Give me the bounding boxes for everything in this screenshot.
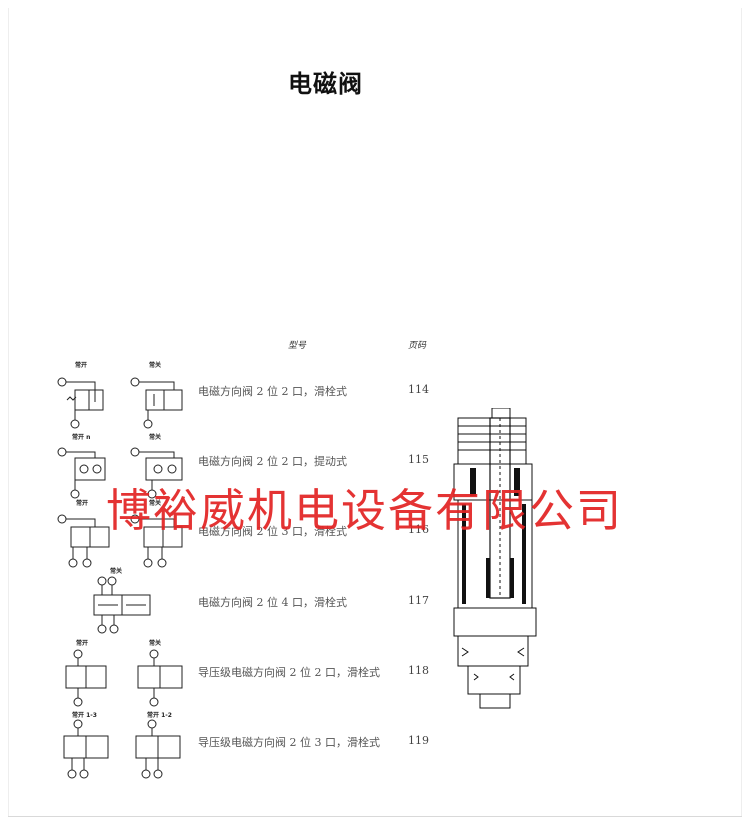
symbol-label: 常开 n	[72, 434, 91, 441]
column-header-model: 型号	[288, 341, 307, 351]
valve-symbol-4way	[84, 575, 154, 635]
column-header-page: 页码	[408, 341, 427, 351]
valve-symbol-pilot-open	[58, 648, 118, 708]
page-border-right	[741, 8, 742, 817]
row-page-number[interactable]: 119	[408, 734, 429, 747]
row-description: 电磁方向阀 2 位 2 口，提动式	[198, 455, 347, 468]
row-page-number[interactable]: 118	[408, 664, 429, 677]
valve-symbol-pilot-3way-a	[60, 718, 120, 780]
symbol-label: 常开	[76, 640, 89, 647]
page-border-left	[8, 8, 9, 817]
row-description: 电磁方向阀 2 位 2 口，滑栓式	[198, 385, 347, 398]
valve-symbol-normally-open	[55, 370, 115, 430]
page-title: 电磁阀	[288, 70, 363, 98]
row-page-number[interactable]: 115	[408, 453, 429, 466]
row-page-number[interactable]: 114	[408, 383, 429, 396]
solenoid-valve-cutaway-drawing	[440, 407, 540, 722]
valve-symbol-pilot-3way-b	[132, 718, 192, 780]
symbol-label: 常开 1-2	[147, 712, 172, 719]
row-description: 电磁方向阀 2 位 4 口，滑栓式	[198, 596, 347, 609]
row-description: 导压级电磁方向阀 2 位 3 口，滑栓式	[198, 736, 380, 749]
valve-symbol-3way-closed	[128, 507, 188, 569]
valve-symbol-normally-closed	[128, 370, 188, 430]
row-page-number[interactable]: 116	[408, 523, 429, 536]
symbol-label: 常关	[110, 568, 123, 575]
page-border-bottom	[8, 816, 742, 817]
row-page-number[interactable]: 117	[408, 594, 429, 607]
symbol-label: 常关	[149, 434, 162, 441]
symbol-label: 常开	[76, 500, 89, 507]
symbol-label: 常关	[149, 500, 162, 507]
valve-symbol-poppet-open	[55, 442, 115, 502]
symbol-label: 常关	[149, 640, 162, 647]
symbol-label: 常开 1-3	[72, 712, 97, 719]
row-description: 电磁方向阀 2 位 3 口，滑栓式	[198, 525, 347, 538]
symbol-label: 常开	[75, 362, 88, 369]
valve-symbol-3way-open	[55, 507, 115, 569]
valve-symbol-pilot-closed	[130, 648, 190, 708]
symbol-label: 常关	[149, 362, 162, 369]
row-description: 导压级电磁方向阀 2 位 2 口，滑栓式	[198, 666, 380, 679]
valve-symbol-poppet-closed	[128, 442, 188, 502]
company-watermark: 博裕威机电设备有限公司	[106, 484, 624, 537]
